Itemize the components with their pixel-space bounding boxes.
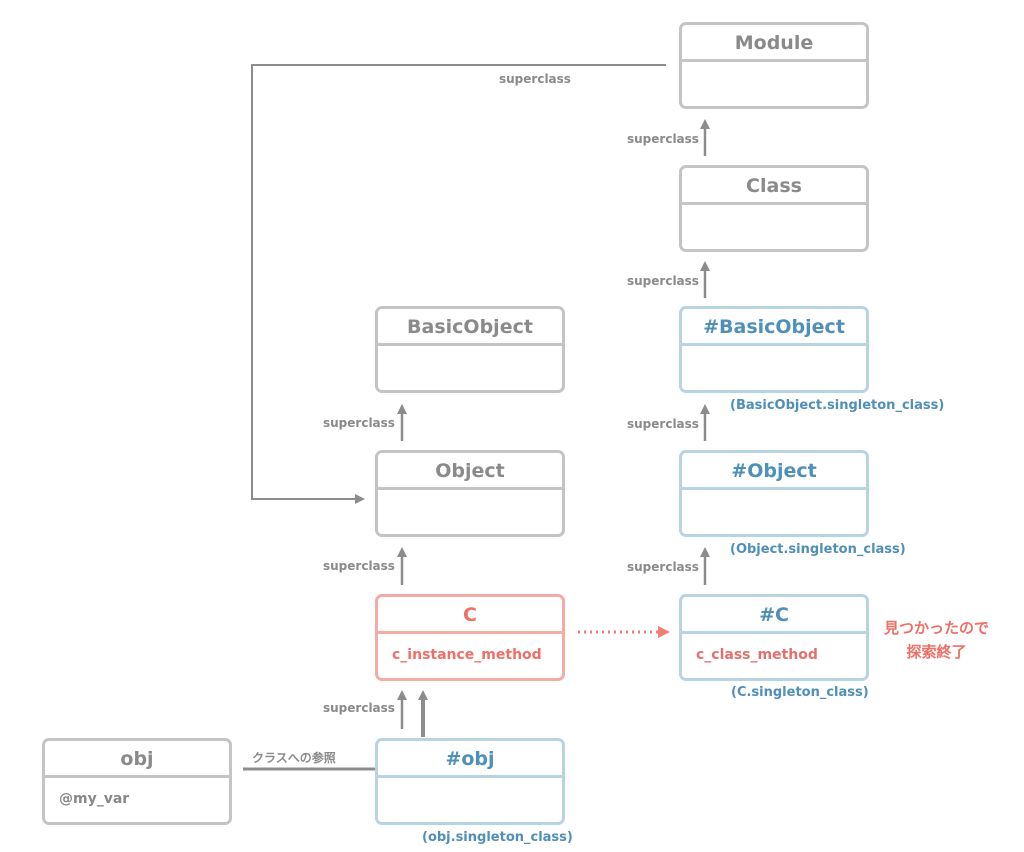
object-title: Object <box>378 453 562 490</box>
basicobject-box: BasicObject <box>375 306 565 393</box>
obj-title: obj <box>45 741 229 778</box>
module-box: Module <box>679 22 869 109</box>
singleton-object-caption: (Object.singleton_class) <box>730 542 906 557</box>
superclass-label-singleton-object: superclass <box>627 417 699 431</box>
basicobject-title: BasicObject <box>378 309 562 346</box>
singleton-object-box: #Object <box>679 450 869 537</box>
module-title: Module <box>682 25 866 62</box>
module-to-object-arrow <box>251 64 666 504</box>
singleton-obj-caption: (obj.singleton_class) <box>422 830 573 845</box>
singleton-c-caption: (C.singleton_class) <box>731 685 869 700</box>
search-finished-note: 見つかったので 探索終了 <box>884 616 989 664</box>
singleton-object-body <box>682 490 866 533</box>
superclass-label-singleton-basicobject: superclass <box>627 274 699 288</box>
obj-body: @my_var <box>59 791 130 807</box>
singleton-c-body: c_class_method <box>696 647 818 663</box>
singleton-obj-box: #obj <box>375 738 565 825</box>
search-finished-note-line2: 探索終了 <box>906 643 967 661</box>
object-body <box>378 490 562 533</box>
obj-box: obj @my_var <box>42 738 232 825</box>
c-title: C <box>378 597 562 634</box>
singleton-basicobject-body <box>682 346 866 389</box>
class-box: Class <box>679 165 869 252</box>
c-body: c_instance_method <box>392 647 542 663</box>
singleton-object-title: #Object <box>682 453 866 490</box>
class-title: Class <box>682 168 866 205</box>
superclass-label-singleton-obj: superclass <box>323 701 395 715</box>
class-body <box>682 205 866 248</box>
module-body <box>682 62 866 105</box>
c-box: C c_instance_method <box>375 594 565 681</box>
object-box: Object <box>375 450 565 537</box>
singleton-c-title: #C <box>682 597 866 634</box>
superclass-label-object: superclass <box>323 416 395 430</box>
singleton-obj-body <box>378 778 562 821</box>
singleton-basicobject-title: #BasicObject <box>682 309 866 346</box>
class-reference-label: クラスへの参照 <box>252 751 336 765</box>
superclass-label-class: superclass <box>627 132 699 146</box>
superclass-label-singleton-c: superclass <box>627 560 699 574</box>
singleton-basicobject-box: #BasicObject <box>679 306 869 393</box>
basicobject-body <box>378 346 562 389</box>
singleton-basicobject-caption: (BasicObject.singleton_class) <box>730 398 945 413</box>
singleton-obj-title: #obj <box>378 741 562 778</box>
superclass-label-module: superclass <box>499 72 571 86</box>
singleton-c-box: #C c_class_method <box>679 594 869 681</box>
superclass-label-c: superclass <box>323 559 395 573</box>
search-finished-note-line1: 見つかったので <box>884 619 990 637</box>
